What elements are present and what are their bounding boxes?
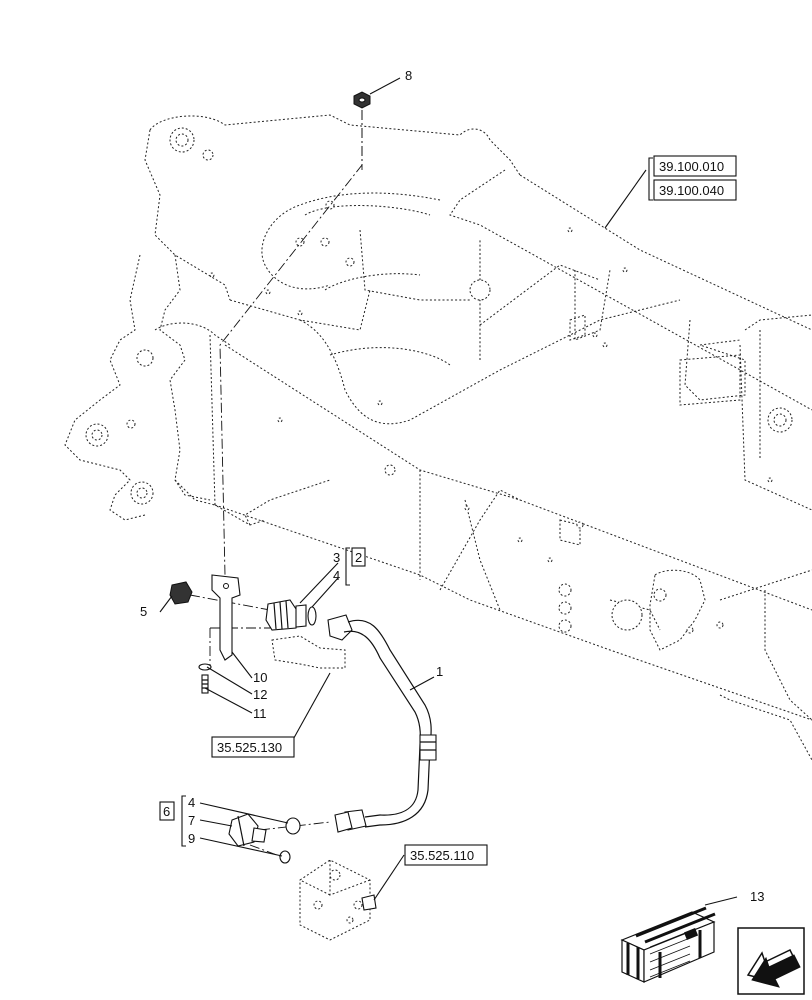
callout-4-upper: 4 bbox=[333, 568, 340, 583]
ref-39-100-040[interactable]: 39.100.040 bbox=[659, 183, 724, 198]
ref-35-525-130[interactable]: 35.525.130 bbox=[217, 740, 282, 755]
ref-39-100-010[interactable]: 39.100.010 bbox=[659, 159, 724, 174]
washer bbox=[198, 663, 212, 671]
callout-2-box bbox=[351, 547, 366, 567]
nut bbox=[353, 91, 371, 109]
callout-4-lower: 4 bbox=[188, 795, 195, 810]
o-ring-lower bbox=[285, 817, 301, 835]
callout-12: 12 bbox=[253, 687, 267, 702]
bolt bbox=[201, 674, 209, 694]
adapter bbox=[228, 813, 267, 847]
ref-box-39-100-040[interactable] bbox=[653, 179, 737, 201]
ghost-fitting bbox=[271, 635, 346, 669]
callout-2: 2 bbox=[355, 550, 362, 565]
washer-lower bbox=[279, 850, 291, 864]
reference-boxes[interactable]: 39.100.010 39.100.040 35.525.130 35.525.… bbox=[211, 155, 737, 866]
callout-5: 5 bbox=[140, 604, 147, 619]
callout-labels: 8 3 4 2 5 10 12 11 1 6 4 7 9 13 bbox=[140, 68, 764, 904]
ref-box-35-525-130[interactable] bbox=[211, 736, 295, 758]
callout-6: 6 bbox=[163, 804, 170, 819]
callout-3: 3 bbox=[333, 550, 340, 565]
callout-7: 7 bbox=[188, 813, 195, 828]
ref-box-35-525-110[interactable] bbox=[404, 844, 488, 866]
callout-1: 1 bbox=[436, 664, 443, 679]
arrow-next-icon[interactable] bbox=[737, 927, 805, 995]
valve-block bbox=[299, 859, 377, 941]
hydraulic-line bbox=[327, 614, 437, 833]
fitting bbox=[265, 599, 307, 631]
callout-13: 13 bbox=[750, 889, 764, 904]
crate-icon bbox=[620, 906, 716, 983]
bracket bbox=[211, 574, 241, 661]
ref-box-39-100-010[interactable] bbox=[653, 155, 737, 177]
block-nut bbox=[169, 581, 193, 605]
ref-35-525-110[interactable]: 35.525.110 bbox=[410, 848, 474, 863]
callout-9: 9 bbox=[188, 831, 195, 846]
o-ring bbox=[307, 606, 317, 626]
loader-frame bbox=[64, 114, 812, 761]
group-brackets bbox=[181, 157, 653, 847]
callout-8: 8 bbox=[405, 68, 412, 83]
callout-10: 10 bbox=[253, 670, 267, 685]
callout-11: 11 bbox=[253, 706, 267, 721]
leader-lines bbox=[159, 77, 738, 906]
callout-6-box bbox=[159, 801, 175, 821]
